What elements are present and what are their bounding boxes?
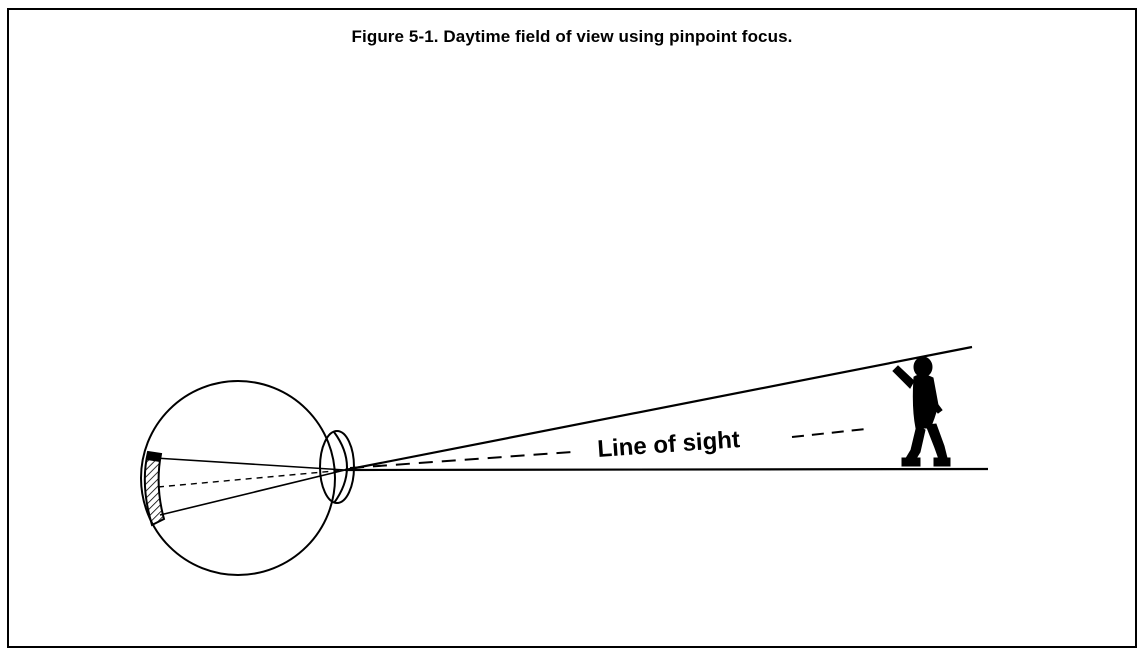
inner-ray-upper — [155, 458, 345, 470]
walking-person-icon — [893, 357, 950, 466]
field-of-view-lower — [345, 469, 988, 470]
cornea — [334, 432, 347, 503]
lens — [320, 431, 354, 503]
eyeball — [141, 381, 335, 575]
line-of-sight-dashes-right — [792, 429, 866, 437]
inner-ray-center — [158, 470, 345, 487]
line-of-sight-label: Line of sight — [597, 426, 741, 463]
line-of-sight-dashes-left — [350, 452, 572, 468]
eye-sight-diagram: Line of sight — [0, 0, 1144, 633]
inner-ray-lower — [160, 470, 345, 515]
